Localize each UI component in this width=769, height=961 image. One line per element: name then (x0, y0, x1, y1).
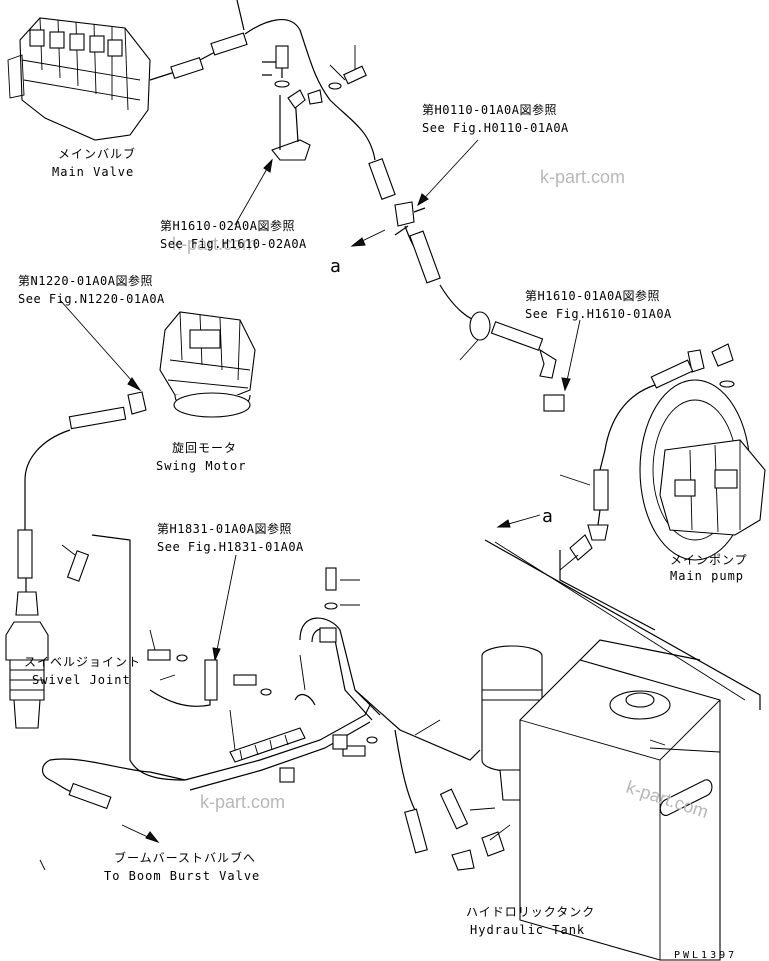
main-pump-drawing (639, 379, 766, 561)
main-valve-label-jp: メインバルブ (58, 146, 136, 161)
main-valve-hose (149, 0, 376, 161)
boom-burst-hose (39, 758, 186, 871)
frame-lines (484, 539, 761, 753)
boom-burst-label-en: To Boom Burst Valve (104, 869, 260, 883)
swivel-side-hose (61, 534, 186, 781)
ref-h1831-jp: 第H1831-01A0A図参照 (157, 521, 292, 536)
swivel-joint-label-en: Swivel Joint (32, 673, 131, 687)
drawing-code: PWL1397 (674, 950, 737, 961)
bracket-assembly-top (262, 45, 311, 161)
swing-motor-hose (15, 391, 147, 616)
center-bolts (147, 567, 378, 783)
ref-h1610-02-jp: 第H1610-02A0A図参照 (160, 218, 295, 233)
main-valve-label-en: Main Valve (52, 165, 134, 179)
swing-motor-label-en: Swing Motor (156, 459, 246, 473)
main-pump-label-jp: メインポンプ (670, 553, 748, 567)
center-piping (149, 617, 481, 791)
tee-fitting-center (368, 158, 481, 323)
ref-n1220-jp: 第N1220-01A0A図参照 (18, 273, 153, 288)
swing-motor-drawing (159, 311, 256, 418)
marker-a-upper: a (330, 256, 341, 277)
ref-h1831-en: See Fig.H1831-01A0A (157, 540, 304, 554)
hydraulic-tank-label-jp: ハイドロリックタンク (466, 905, 595, 919)
hydraulic-tank-label-en: Hydraulic Tank (470, 923, 585, 937)
watermark-3: k-part.com (200, 792, 285, 812)
swivel-joint-label-jp: スイベルジョイント (24, 655, 141, 669)
hydraulic-tank-drawing (519, 639, 721, 961)
ref-h0110-en: See Fig.H0110-01A0A (422, 121, 569, 135)
watermark-1: k-part.com (540, 167, 625, 187)
watermark-2: k-part.com (172, 234, 257, 254)
ref-h1610-01-jp: 第H1610-01A0A図参照 (525, 288, 660, 303)
elbow-fitting-right (459, 311, 565, 412)
swing-motor-label-jp: 旋回モータ (172, 441, 237, 455)
ref-h1610-02-en: See Fig.H1610-02A0A (160, 237, 307, 251)
marker-a-right: a (542, 506, 553, 527)
pump-hoses (559, 343, 735, 571)
leader-arrows (59, 139, 581, 844)
ref-h1610-01-en: See Fig.H1610-01A0A (525, 307, 672, 321)
bolts-top-right (307, 45, 367, 105)
swivel-joint-drawing (5, 621, 49, 729)
ref-n1220-en: See Fig.N1220-01A0A (18, 292, 165, 306)
main-valve-drawing (7, 17, 151, 141)
boom-burst-label-jp: ブームバーストバルブへ (114, 850, 256, 865)
ref-h0110-jp: 第H0110-01A0A図参照 (422, 102, 557, 117)
main-pump-label-en: Main pump (670, 569, 744, 583)
